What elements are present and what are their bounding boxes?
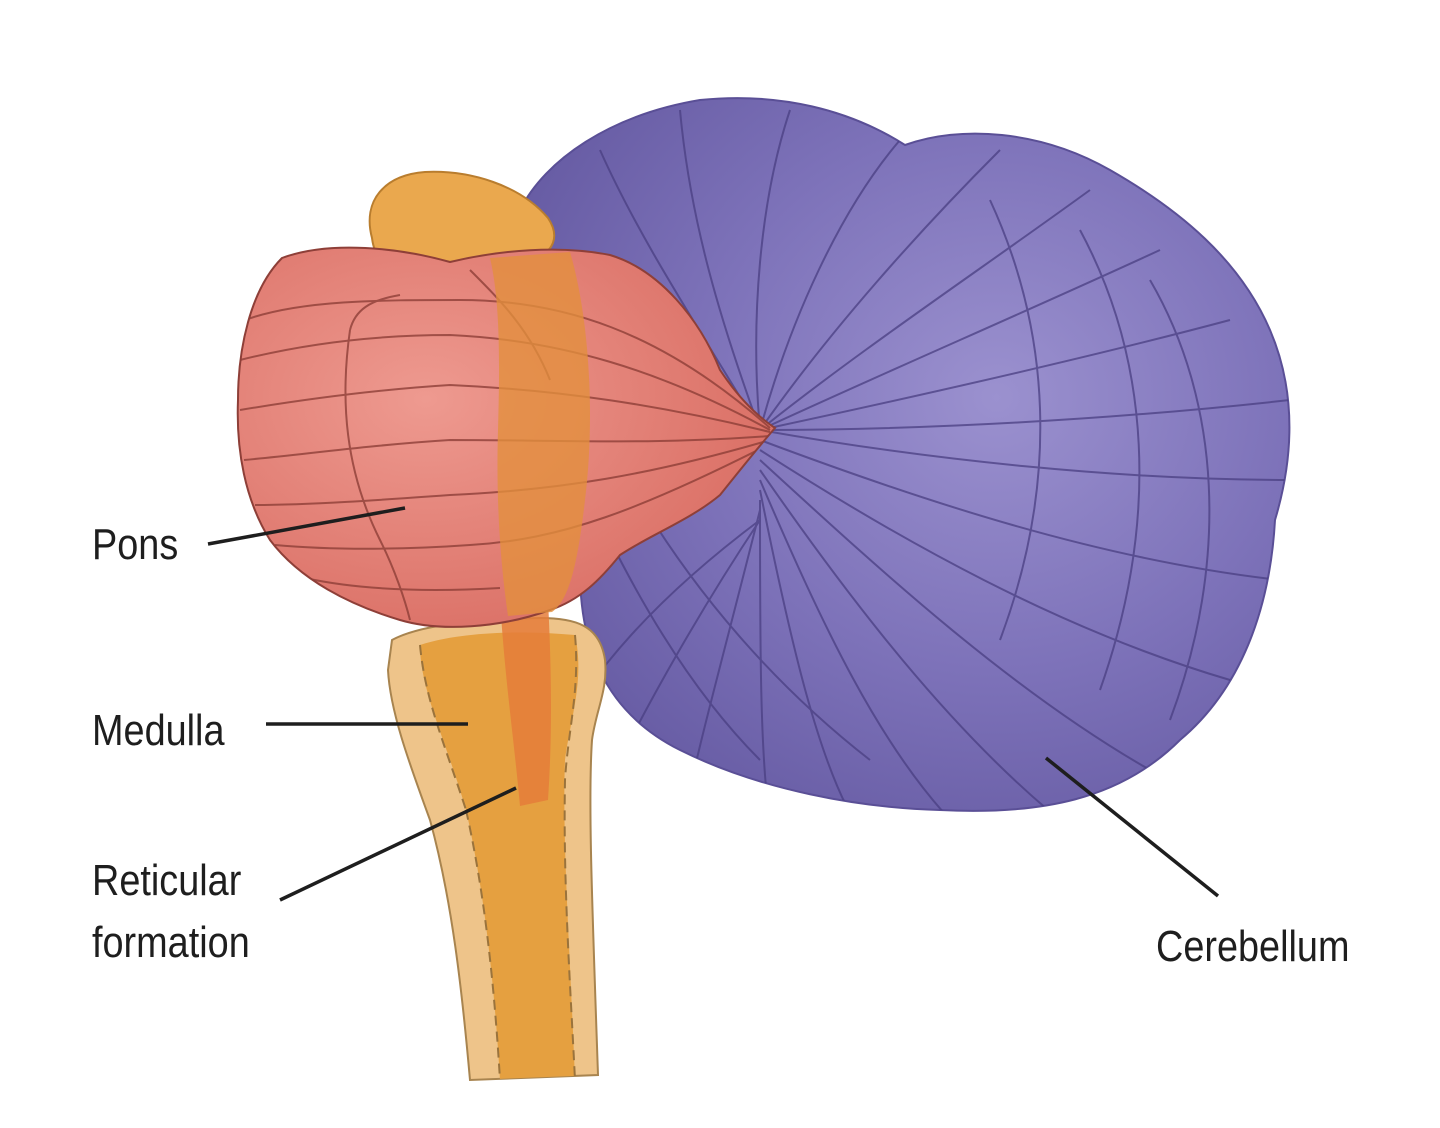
pons-label: Pons	[92, 520, 179, 569]
cerebellum-label: Cerebellum	[1156, 922, 1350, 971]
reticular-leader-line	[279, 786, 517, 902]
reticular-label-line1: Reticular	[92, 856, 242, 905]
cerebellum-shape	[517, 97, 1291, 812]
leader-lines	[207, 506, 1220, 902]
reticular-label-line2: formation	[92, 918, 250, 967]
cerebellum-leader-line	[1044, 756, 1220, 898]
medulla-shape	[386, 600, 607, 1082]
reticular-band-medulla	[500, 600, 551, 806]
reticular-band-pons	[490, 252, 590, 616]
medulla-label: Medulla	[92, 706, 225, 755]
reticular-formation-label: Reticular formation	[92, 850, 250, 974]
pons-shape	[236, 246, 777, 628]
pons-leader-line	[207, 506, 406, 546]
